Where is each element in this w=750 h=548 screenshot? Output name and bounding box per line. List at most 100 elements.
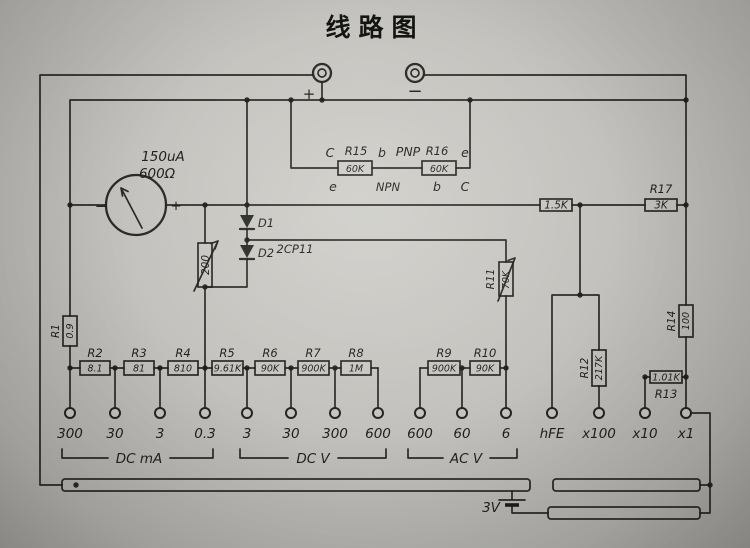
junction-dot bbox=[683, 374, 689, 380]
junction-dot bbox=[707, 482, 713, 488]
socket-b2-label: b bbox=[433, 179, 441, 194]
r7-name-label: R7 bbox=[305, 346, 321, 360]
range-label-dcv: DC V bbox=[296, 451, 331, 467]
plus-jack-label: + bbox=[303, 85, 316, 103]
wire-terminal-drops bbox=[114, 367, 507, 408]
r2-name-label: R2 bbox=[87, 346, 102, 360]
resistor-r14-body bbox=[678, 304, 694, 338]
meter-resistance-label: 600Ω bbox=[139, 166, 176, 182]
r10-value-label: 90K bbox=[476, 364, 495, 375]
terminal-hfe bbox=[546, 407, 558, 419]
junction-dot bbox=[577, 202, 583, 208]
diagram-title: 线路图 bbox=[325, 13, 424, 42]
junction-dots bbox=[67, 97, 713, 488]
terminal-dcma-30 bbox=[109, 407, 121, 419]
diode-d1-triangle bbox=[240, 215, 254, 228]
battery-cell bbox=[498, 499, 526, 507]
r3-value-label: 81 bbox=[133, 364, 145, 375]
junction-dot bbox=[244, 202, 250, 208]
r4-name-label: R4 bbox=[175, 346, 190, 360]
junction-dot bbox=[683, 97, 689, 103]
terminal-dcv-30 bbox=[285, 407, 297, 419]
r14-value-label: 100 bbox=[681, 312, 692, 330]
terminal-label: 300 bbox=[57, 426, 83, 442]
terminal-label: 600 bbox=[365, 426, 391, 442]
minus-jack-label: − bbox=[407, 81, 422, 102]
junction-dot bbox=[503, 365, 509, 371]
resistor-r17-body bbox=[644, 198, 678, 212]
plus-jack-outer-ring bbox=[311, 62, 333, 84]
junction-dot bbox=[244, 97, 250, 103]
series-1k5-value-label: 1.5K bbox=[544, 200, 569, 212]
socket-c2-label: C bbox=[461, 179, 470, 194]
terminal-label: 600 bbox=[407, 426, 433, 442]
wire-ohm-section bbox=[551, 204, 687, 408]
junction-dot bbox=[112, 365, 118, 371]
resistor-r8-body bbox=[340, 360, 372, 376]
terminal-label: 60 bbox=[453, 426, 470, 442]
r12-name-label: R12 bbox=[579, 357, 591, 378]
terminal-dcma-3 bbox=[154, 407, 166, 419]
junction-dot bbox=[332, 365, 338, 371]
resistor-r15-body bbox=[337, 160, 373, 176]
diode-d1 bbox=[238, 215, 256, 231]
wire-top-right-rail bbox=[423, 74, 687, 408]
meter-minus-label: − bbox=[95, 197, 108, 215]
r2-value-label: 8.1 bbox=[87, 364, 102, 375]
r15-value-label: 60K bbox=[346, 164, 365, 175]
terminal-label: 6 bbox=[502, 426, 511, 442]
galvanometer bbox=[104, 173, 168, 237]
bracket-dcma bbox=[61, 448, 214, 459]
junction-dot bbox=[288, 97, 294, 103]
terminal-acv-600 bbox=[414, 407, 426, 419]
r8-value-label: 1M bbox=[349, 364, 363, 375]
bracket-acv bbox=[407, 448, 518, 459]
resistor-r13-body bbox=[649, 370, 683, 384]
terminal-dcv-600 bbox=[372, 407, 384, 419]
minus-jack bbox=[404, 62, 426, 84]
r1-value-label: 0.9 bbox=[65, 323, 76, 338]
battery-voltage-label: 3V bbox=[482, 500, 502, 516]
range-label-dcma: DC mA bbox=[116, 451, 163, 467]
meter-needle bbox=[120, 187, 143, 229]
minus-jack-inner-ring bbox=[410, 68, 420, 78]
junction-dot bbox=[467, 97, 473, 103]
potentiometer-r11-arrow bbox=[497, 257, 516, 302]
terminal-acv-6 bbox=[500, 407, 512, 419]
terminal-acv-60 bbox=[456, 407, 468, 419]
r11-name-label: R11 bbox=[485, 269, 497, 290]
r5-value-label: 9.61K bbox=[214, 364, 242, 375]
r16-name-label: R16 bbox=[426, 144, 449, 158]
diode-d2 bbox=[238, 245, 256, 261]
wire-battery-and-switch bbox=[511, 412, 711, 514]
switch-track-right-upper bbox=[552, 478, 701, 492]
r13-value-label: 1.01K bbox=[652, 373, 680, 384]
terminal-row bbox=[64, 407, 692, 419]
diode-d2-triangle bbox=[240, 245, 254, 258]
wire-mid-rail bbox=[69, 99, 687, 408]
terminal-label: x100 bbox=[581, 426, 616, 442]
terminal-x1 bbox=[680, 407, 692, 419]
terminal-label: 3 bbox=[156, 426, 165, 442]
socket-c1-label: C bbox=[326, 145, 335, 160]
junction-dot bbox=[319, 97, 325, 103]
r8-name-label: R8 bbox=[348, 346, 363, 360]
resistor-r6-body bbox=[254, 360, 286, 376]
potentiometer-r11-body bbox=[498, 261, 514, 297]
socket-e1-label: e bbox=[329, 179, 337, 194]
socket-b1-label: b bbox=[378, 145, 386, 160]
switch-track-right-lower bbox=[547, 506, 701, 520]
junction-dot bbox=[67, 365, 73, 371]
pnp-label: PNP bbox=[396, 144, 421, 159]
resistor-r7-body bbox=[297, 360, 330, 376]
plus-jack bbox=[311, 62, 333, 84]
r6-name-label: R6 bbox=[262, 346, 277, 360]
terminal-label: 0.3 bbox=[194, 426, 215, 442]
r5-name-label: R5 bbox=[219, 346, 234, 360]
r17-name-label: R17 bbox=[650, 182, 673, 196]
r15-name-label: R15 bbox=[345, 144, 368, 158]
junction-dot bbox=[288, 365, 294, 371]
terminal-label: 30 bbox=[106, 426, 123, 442]
r17-value-label: 3K bbox=[654, 200, 669, 212]
